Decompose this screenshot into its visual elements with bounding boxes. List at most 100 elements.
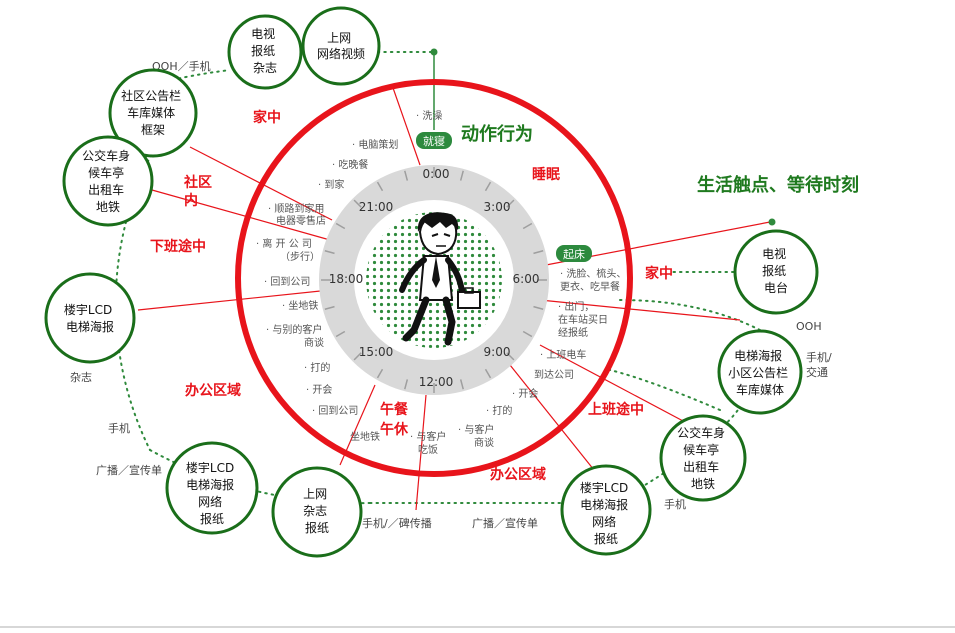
clock-tick — [376, 368, 384, 379]
svg-text:上网 网络视频: 上网 网络视频 — [317, 31, 365, 61]
sleep-badge: 就寝 — [416, 132, 452, 149]
hour-label-0: 0:00 — [423, 167, 450, 181]
clock-tick — [353, 352, 362, 361]
media-traffic-right: 交通 — [806, 365, 828, 379]
hour-label-18: 18:00 — [329, 272, 364, 286]
activity-meeting-am: · 开会 — [512, 387, 538, 400]
clock-tick — [404, 170, 409, 181]
clock-tick — [353, 199, 362, 208]
media-text: 网络视频 — [317, 46, 365, 61]
stem-dot-top — [430, 48, 438, 56]
activity-subway-pm: · 坐地铁 — [282, 299, 318, 312]
media-text: 候车亭 — [88, 165, 124, 180]
zone-community-1: 社区 — [183, 174, 212, 191]
svg-text:楼宇LCD 电梯海报: 楼宇LCD 电梯海报 — [64, 302, 116, 334]
zone-labels: 家中 睡眠 社区 内 下班途中 家中 办公区域 午餐 午休 上班途中 办公区域 — [150, 109, 673, 483]
media-circle-web-mag-paper: 上网 杂志 报纸 — [271, 466, 363, 558]
hour-label-9: 9:00 — [484, 345, 511, 359]
activity-pc: · 电脑策划 — [352, 138, 398, 151]
media-circle-lcd-left: 楼宇LCD 电梯海报 — [44, 272, 136, 364]
bottom-divider — [0, 626, 955, 628]
media-text: 候车亭 — [683, 442, 719, 457]
media-circle-tv-paper-mag: 电视 报纸 杂志 — [227, 14, 303, 90]
clock-tick — [484, 181, 492, 192]
svg-text:电视 报纸 电台: 电视 报纸 电台 — [762, 246, 790, 295]
svg-text:电视 报纸 杂志: 电视 报纸 杂志 — [251, 26, 279, 75]
media-text: 车库媒体 — [127, 105, 175, 120]
activity-client-am-2: 商谈 — [474, 436, 494, 449]
hour-label-12: 12:00 — [419, 375, 454, 389]
media-text: 楼宇LCD — [186, 460, 234, 475]
media-text: 出租车 — [88, 182, 124, 197]
zone-lunch-2: 午休 — [380, 421, 409, 438]
activity-client-pm-2: 商谈 — [304, 336, 324, 349]
activity-client-pm-1: · 与别的客户 — [266, 323, 322, 336]
activity-dinner: · 吃晚餐 — [332, 158, 368, 171]
activity-go-out-3: 经报纸 — [558, 326, 588, 339]
media-text: 电梯海报 — [66, 319, 114, 334]
media-text: 网络 — [592, 514, 616, 529]
media-circle-elevator-right: 电梯海报 小区公告栏 车库媒体 — [717, 329, 803, 415]
zone-commute-home: 下班途中 — [150, 238, 206, 255]
connector-lines — [137, 84, 771, 511]
media-text: 杂志 — [303, 504, 327, 518]
activity-board-train: · 上班电车 — [540, 348, 586, 361]
clock-tick — [335, 222, 346, 230]
clock-tick — [459, 379, 464, 390]
media-text: 报纸 — [762, 263, 786, 278]
media-circle-bus-top: 公交车身 候车亭 出租车 地铁 — [62, 135, 154, 227]
activity-leave-office-2: （步行） — [280, 250, 320, 263]
stem-dot-right — [768, 218, 776, 226]
activity-call-pm: · 打的 — [304, 361, 330, 374]
hour-label-15: 15:00 — [359, 345, 394, 359]
media-phone-left: 手机 — [108, 421, 130, 435]
zone-commute-work: 上班途中 — [588, 401, 644, 418]
media-text: 报纸 — [200, 511, 224, 526]
clock-tick — [522, 330, 533, 338]
media-text: 杂志 — [253, 61, 277, 75]
media-circle-lcd-bottom-right: 楼宇LCD 电梯海报 网络 报纸 — [560, 464, 652, 556]
media-text: 上网 — [327, 31, 351, 45]
media-text: 出租车 — [683, 459, 719, 474]
media-radio-flyer-left: 广播／宣传单 — [96, 463, 162, 477]
media-text: 电梯海报 — [734, 348, 782, 363]
media-circle-tv-paper-radio: 电视 报纸 电台 — [733, 229, 819, 315]
businessman-illustration — [399, 212, 481, 346]
title-touchpoints: 生活触点、等待时刻 — [697, 174, 859, 196]
activity-call-am: · 打的 — [486, 404, 512, 417]
activity-morning-1: · 洗脸、梳头、 — [560, 267, 626, 280]
media-text: 地铁 — [96, 200, 120, 214]
wake-badge-label: 起床 — [563, 247, 585, 261]
media-text: 电梯海报 — [186, 477, 234, 492]
media-text: 框架 — [141, 123, 165, 137]
media-text: 公交车身 — [82, 148, 130, 163]
activity-back-office-2: · 回到公司 — [312, 405, 358, 417]
hour-label-3: 3:00 — [484, 200, 511, 214]
media-text: 电梯海报 — [580, 497, 628, 512]
media-text: 公交车身 — [677, 425, 725, 440]
media-text: 网络 — [198, 494, 222, 509]
media-circle-bus-right: 公交车身 候车亭 出租车 地铁 — [659, 414, 747, 502]
media-text: 电视 — [762, 246, 786, 261]
media-text: 社区公告栏 — [121, 88, 181, 103]
svg-text:公交车身 候车亭 出租车: 公交车身 候车亭 出租车 地铁 — [677, 425, 729, 491]
media-text: 上网 — [303, 487, 327, 501]
media-ooh-right: OOH — [796, 320, 822, 333]
day-cycle-ring — [235, 79, 633, 477]
media-text: 楼宇LCD — [580, 480, 628, 495]
activity-wash: · 洗澡 — [416, 110, 442, 122]
media-circle-lcd-bottom-left: 楼宇LCD 电梯海报 网络 报纸 — [165, 441, 259, 535]
clock-ticks — [321, 167, 547, 393]
activity-go-out-2: 在车站买日 — [558, 313, 608, 326]
svg-text:社区公告栏 车库媒体 框架: 社区公告栏 车库媒体 框架 — [121, 88, 185, 137]
zone-home-top: 家中 — [253, 109, 281, 126]
hour-labels: 0:00 3:00 6:00 9:00 12:00 15:00 18:00 21… — [329, 167, 540, 389]
activity-arrive-office: 到达公司 — [534, 369, 574, 381]
zone-community-2: 内 — [184, 192, 198, 209]
activity-back-office: · 回到公司 — [264, 276, 310, 288]
clock-tick — [459, 170, 464, 181]
media-text: 车库媒体 — [736, 382, 784, 397]
media-labels: OOH／手机 OOH 手机/ 交通 杂志 手机 广播／宣传单 手机/／碑传播 广… — [70, 59, 832, 530]
